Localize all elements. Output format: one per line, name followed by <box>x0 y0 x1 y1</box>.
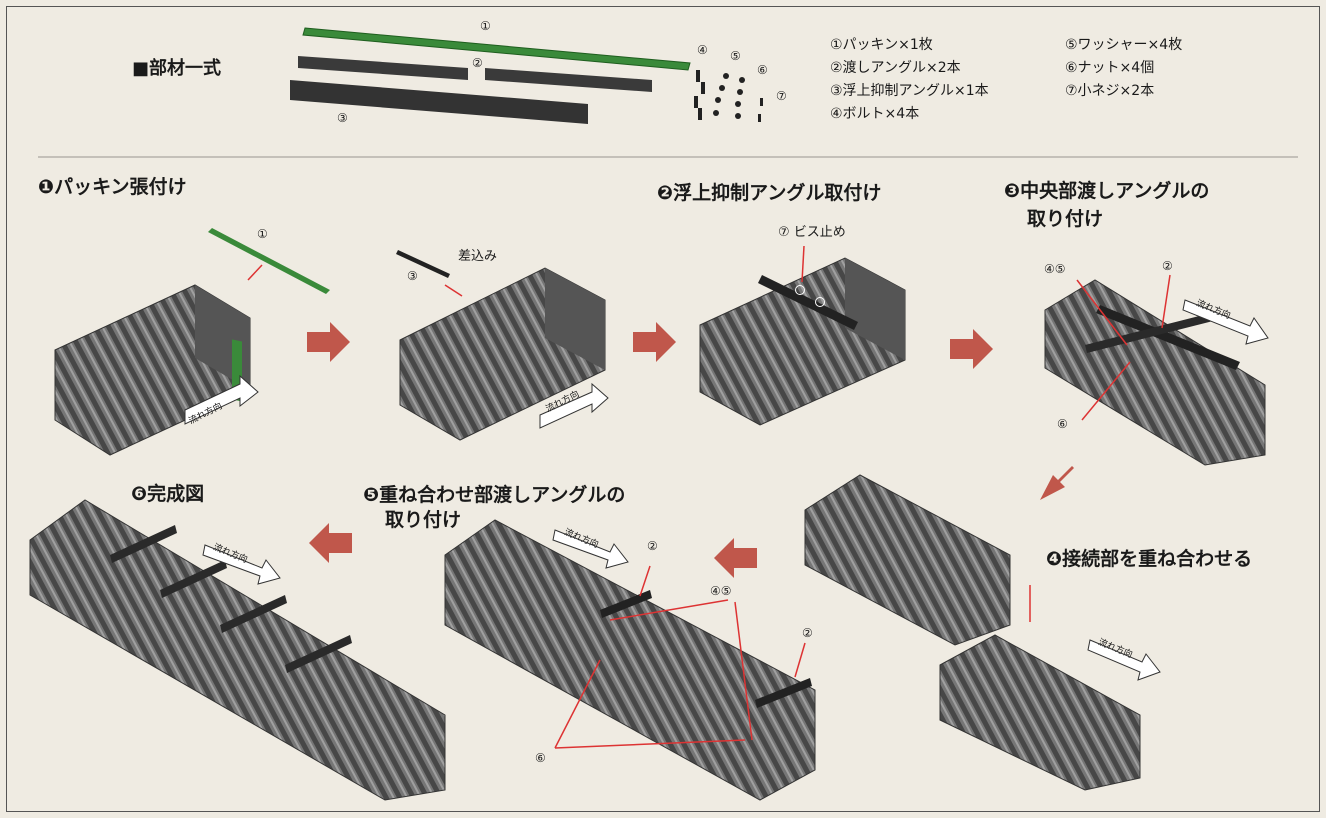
step3-screw-label: ⑦ ビス止め <box>778 225 846 240</box>
step1-heading: ❶パッキン張付け <box>38 176 187 198</box>
flow-arrow-6 <box>202 544 281 585</box>
parts-kit-image <box>290 27 763 124</box>
step3-illustration <box>699 245 906 426</box>
bridge-angle-part-2 <box>485 68 652 92</box>
step3b-callout-45: ④⑤ <box>1044 262 1066 276</box>
step1-callout-1: ① <box>257 227 268 241</box>
bridge-angle-part-1 <box>298 56 468 80</box>
step1-illustration <box>54 228 330 456</box>
flow-arrow-1 <box>184 374 259 425</box>
step4-heading: ❹接続部を重ね合わせる <box>1046 548 1253 570</box>
step2-heading: ❷浮上抑制アングル取付け <box>657 182 882 204</box>
parts-list-item: ⑦小ネジ×2本 <box>1065 83 1155 99</box>
flow-arrow-2 <box>539 382 609 429</box>
step3b-illustration <box>1044 274 1269 466</box>
callout-5: ⑤ <box>730 49 741 63</box>
step2-callout-3: ③ <box>407 269 418 283</box>
step5-callout-2a: ② <box>647 539 658 553</box>
step3-heading: ❸中央部渡しアングルの <box>1004 180 1210 202</box>
parts-list-item: ②渡しアングル×2本 <box>830 60 961 76</box>
step5-callout-45: ④⑤ <box>710 584 732 598</box>
parts-list-item: ⑤ワッシャー×4枚 <box>1065 37 1183 53</box>
flow-arrow-3 <box>1182 299 1269 345</box>
flow-arrow-5 <box>552 529 629 569</box>
flow-arrow-4 <box>1087 639 1161 681</box>
process-arrow-1 <box>307 322 350 362</box>
step5-callout-2b: ② <box>802 626 813 640</box>
parts-list-item: ④ボルト×4本 <box>830 106 920 122</box>
step6-illustration <box>29 499 446 801</box>
step3b-callout-6: ⑥ <box>1057 417 1068 431</box>
frame-border <box>6 6 1320 812</box>
step6-heading: ❻完成図 <box>131 483 205 505</box>
step5-illustration <box>444 519 816 801</box>
parts-list-item: ①パッキン×1枚 <box>830 37 933 53</box>
process-arrow-3 <box>950 329 993 369</box>
process-arrow-5 <box>714 538 757 578</box>
callout-3: ③ <box>337 111 348 125</box>
step3-heading-line2: 取り付け <box>1027 208 1104 230</box>
parts-list-item: ③浮上抑制アングル×1本 <box>830 83 989 99</box>
gasket-strip <box>208 228 330 294</box>
step5-callout-6: ⑥ <box>535 751 546 765</box>
process-arrow-4 <box>1040 466 1074 500</box>
step2-illustration <box>396 250 609 441</box>
small-hardware-part <box>694 70 763 122</box>
callout-2: ② <box>472 56 483 70</box>
step5-heading-line2: 取り付け <box>385 509 462 531</box>
step3b-callout-2: ② <box>1162 259 1173 273</box>
callout-6: ⑥ <box>757 63 768 77</box>
process-arrow-2 <box>633 322 676 362</box>
gasket-part <box>302 27 691 71</box>
step4-illustration <box>804 474 1161 791</box>
step2-insert-label: 差込み <box>458 249 498 264</box>
callout-4: ④ <box>697 43 708 57</box>
callout-1: ① <box>480 19 491 33</box>
uplift-angle-part <box>290 80 588 124</box>
process-arrows <box>307 322 1074 578</box>
parts-kit-title: ■部材一式 <box>132 58 222 79</box>
step5-heading: ❺重ね合わせ部渡しアングルの <box>363 484 626 506</box>
callout-7: ⑦ <box>776 89 787 103</box>
process-arrow-6 <box>309 523 352 563</box>
parts-list-item: ⑥ナット×4個 <box>1065 60 1155 76</box>
